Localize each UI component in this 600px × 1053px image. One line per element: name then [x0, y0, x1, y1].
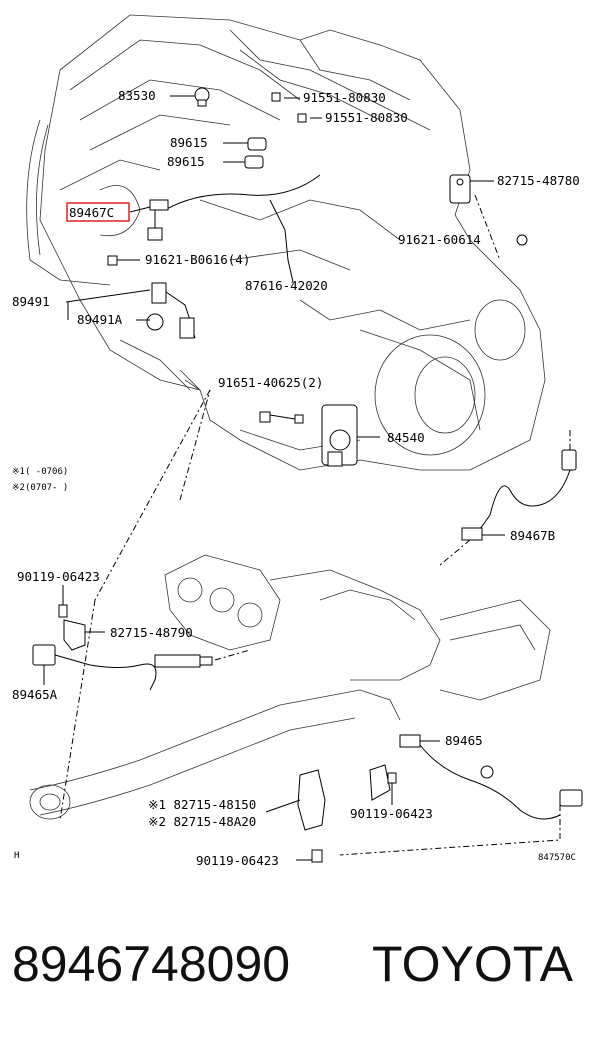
switch-84540: [321, 404, 358, 467]
exhaust-pipe: [29, 689, 401, 820]
label-89467b: 89467B: [510, 528, 555, 543]
label-89615-a: 89615: [170, 135, 208, 150]
note-2: ※2(0707- ): [12, 483, 68, 493]
label-91551-b: 91551-80830: [325, 110, 408, 125]
leader-lines: [43, 95, 505, 861]
reference-code: 847570C: [538, 853, 576, 863]
clamps-89615: [244, 137, 267, 169]
label-89491a: 89491A: [77, 312, 123, 327]
h-mark: H: [14, 851, 19, 861]
highlight-box: [66, 202, 130, 222]
bolts-91651: [259, 411, 304, 424]
label-89465: 89465: [445, 733, 483, 748]
exhaust-manifold: [164, 554, 551, 701]
part-number: 8946748090: [12, 936, 291, 992]
brand-name: TOYOTA: [372, 936, 573, 992]
note-1: ※1( -0706): [12, 467, 68, 477]
bolts-91551: [271, 92, 307, 123]
label-89491: 89491: [12, 294, 50, 309]
label-90119-a: 90119-06423: [17, 569, 100, 584]
label-89615-b: 89615: [167, 154, 205, 169]
sensor-89491: [146, 282, 196, 339]
label-89467c: 89467C: [69, 205, 114, 220]
label-87616: 87616-42020: [245, 278, 328, 293]
label-91551-a: 91551-80830: [303, 90, 386, 105]
bracket-82715-48780: [449, 174, 471, 204]
label-91621-b0616: 91621-B0616(4): [145, 252, 250, 267]
label-82715-48790: 82715-48790: [110, 625, 193, 640]
sensor-89467c: [147, 174, 321, 241]
label-84540: 84540: [387, 430, 425, 445]
label-90119-c: 90119-06423: [196, 853, 279, 868]
label-82715-48780: 82715-48780: [497, 173, 580, 188]
label-89465a: 89465A: [12, 687, 58, 702]
plug-83530: [194, 87, 210, 107]
caption: 8946748090 TOYOTA: [0, 935, 600, 1005]
sensor-89467b: [461, 449, 577, 541]
wire-87616: [269, 199, 294, 283]
bolt-91621-60614: [516, 234, 528, 246]
part-labels: 83530 91551-80830 91551-80830 89615 8961…: [12, 88, 580, 868]
label-91621-60614: 91621-60614: [398, 232, 481, 247]
bracket-82715-48150: [297, 764, 397, 863]
label-83530: 83530: [118, 88, 156, 103]
label-90119-b: 90119-06423: [350, 806, 433, 821]
bracket-82715-48790: [58, 604, 86, 651]
bolt-91621-b0616: [107, 255, 118, 266]
sensor-89465a: [32, 644, 213, 691]
label-82715-48a20: ※2 82715-48A20: [148, 814, 256, 829]
label-91651: 91651-40625(2): [218, 375, 323, 390]
reference-lines: [59, 194, 571, 856]
engine-illustration: [26, 14, 546, 471]
label-82715-48150: ※1 82715-48150: [148, 797, 256, 812]
